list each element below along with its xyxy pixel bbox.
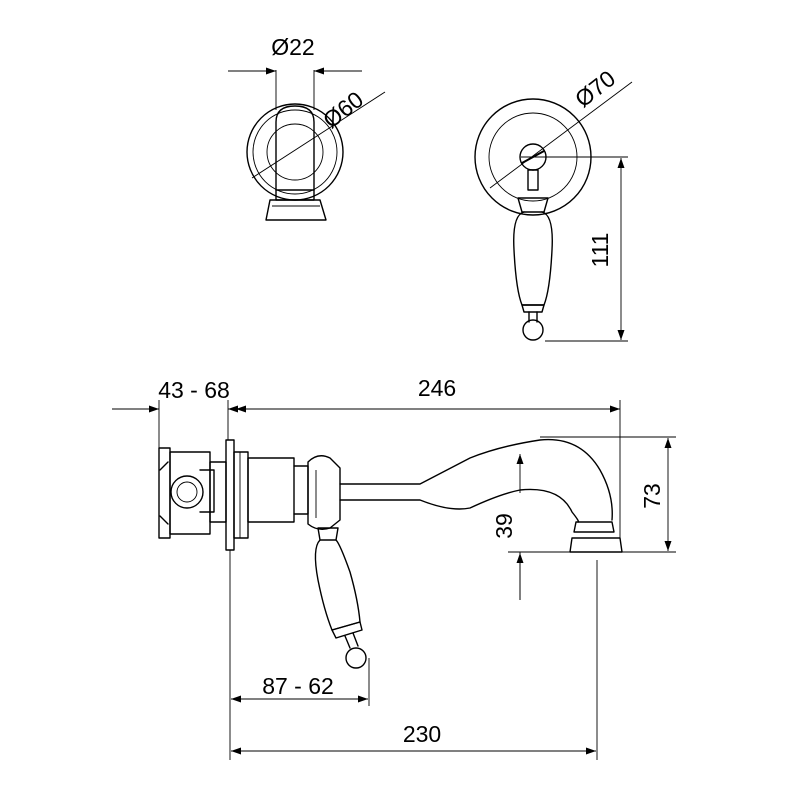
label-spout-reach: 230 (403, 721, 441, 747)
label-handle-rosette-diameter: Ø70 (570, 65, 620, 112)
label-top-rosette-diameter: Ø60 (318, 86, 368, 133)
spout-top-view (246, 103, 344, 221)
label-outlet-gap: 39 (491, 513, 517, 539)
dim-handle-rosette-diameter: Ø70 (489, 65, 633, 189)
dim-handle-offset: 87 - 62 (229, 550, 370, 760)
dim-overall-length: 246 (236, 375, 621, 538)
dim-spout-height: 73 (540, 436, 676, 553)
label-spout-height: 73 (639, 483, 665, 509)
dim-outlet-gap: 39 (491, 454, 570, 600)
label-handle-offset: 87 - 62 (262, 673, 334, 699)
dim-top-spout-diameter: Ø22 (228, 34, 362, 110)
dim-handle-height: 111 (533, 156, 628, 342)
dim-wall-depth: 43 - 68 (112, 377, 276, 448)
label-handle-height: 111 (587, 233, 613, 268)
faucet-side-view (158, 438, 623, 669)
label-overall-length: 246 (418, 375, 456, 401)
dim-top-rosette-diameter: Ø60 (251, 86, 386, 179)
label-wall-depth: 43 - 68 (158, 377, 230, 403)
handle-top-view (474, 98, 592, 341)
dim-spout-reach: 230 (231, 560, 598, 760)
label-top-spout-diameter: Ø22 (271, 34, 314, 60)
